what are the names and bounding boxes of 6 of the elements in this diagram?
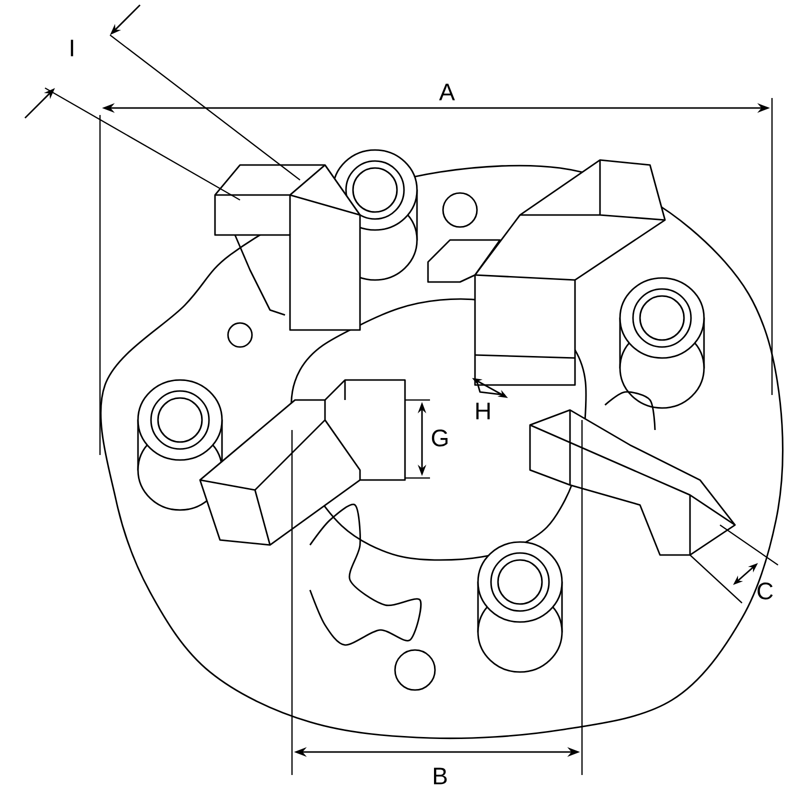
dimension-letter: A [439,84,455,100]
dimension-letter: B [434,768,447,784]
dimension-letter: I [70,40,74,56]
dimension-letter: C [758,582,773,600]
dimension-letter: H [476,402,490,420]
dimension-letter: G [432,430,448,446]
